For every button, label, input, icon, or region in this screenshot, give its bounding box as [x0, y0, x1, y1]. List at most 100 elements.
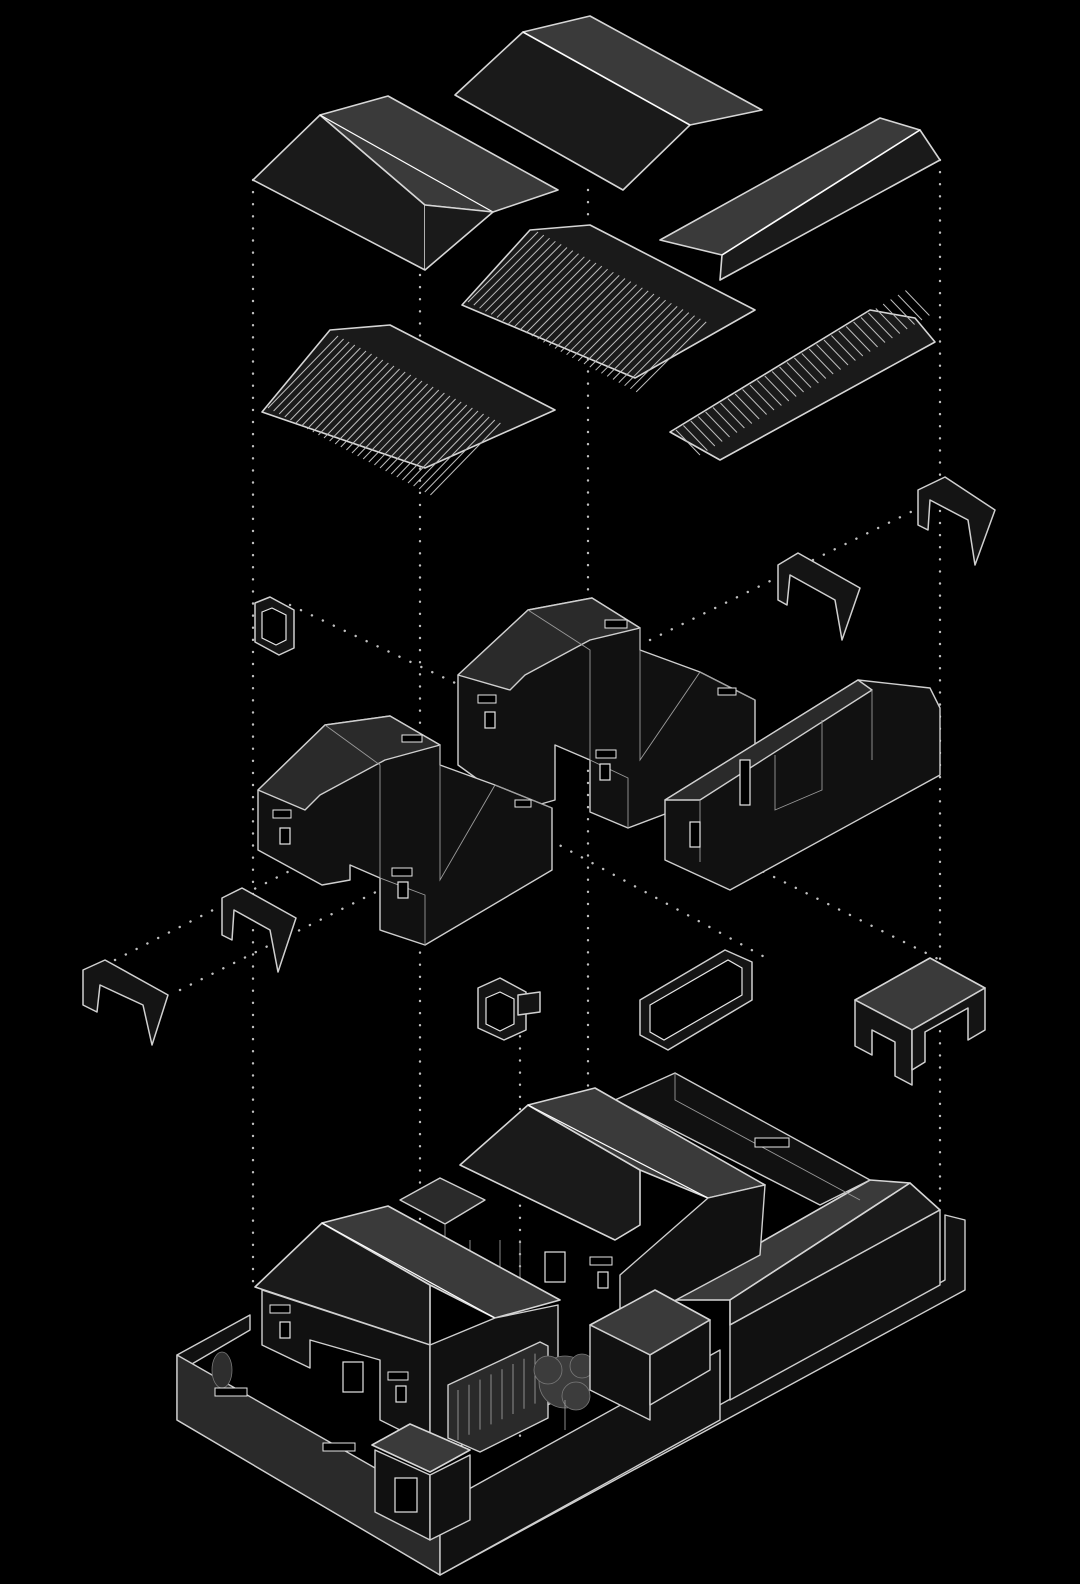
rafter-line: [402, 407, 473, 481]
rafter-line: [374, 392, 445, 466]
rafter-line: [566, 284, 637, 356]
rafter-line: [690, 420, 716, 447]
rafter-line: [267, 335, 339, 409]
rafter-line: [868, 312, 893, 339]
roof-shell-east: [659, 117, 941, 281]
rafter-line: [757, 380, 782, 406]
rafter-line: [548, 275, 620, 346]
rafter-line: [329, 368, 400, 442]
rafter-line: [334, 371, 406, 445]
rafter-line: [318, 362, 389, 436]
rafter-line: [430, 422, 501, 496]
rafter-line: [779, 366, 804, 393]
rafter-line: [290, 347, 361, 421]
rafter-line: [284, 344, 356, 418]
rafter-line: [346, 377, 417, 451]
house-west: [257, 715, 553, 946]
rafter-line: [572, 287, 643, 359]
rafter-line: [368, 389, 440, 463]
rafter-line: [323, 365, 395, 439]
rafter-line: [514, 256, 585, 328]
window: [484, 711, 496, 729]
ornament-vent: [717, 687, 737, 696]
frame-portal-left-2: [82, 959, 169, 1046]
rafter-line: [490, 244, 562, 315]
rafter-line: [816, 344, 841, 370]
rafter-line: [306, 356, 378, 430]
frame-box-small: [254, 596, 295, 656]
rafter-line: [794, 357, 819, 384]
rafter-line: [845, 326, 871, 352]
rafter-line: [502, 250, 574, 321]
rafter-line: [624, 315, 695, 387]
rafter-line: [543, 271, 614, 343]
rafter-line: [860, 317, 886, 343]
rafter-line: [749, 384, 775, 411]
ornament-vent: [604, 619, 628, 629]
rafter-line: [838, 330, 864, 357]
rafter-line: [508, 253, 579, 325]
rafter-line: [875, 308, 901, 334]
rafter-line: [273, 338, 344, 412]
rafter-line: [823, 339, 849, 366]
rafter-line: [675, 429, 701, 456]
frame-portal-ne: [917, 476, 996, 566]
rafter-line: [583, 293, 655, 365]
rafter-line: [808, 348, 834, 375]
rafter-line: [519, 259, 591, 331]
rafter-frame-east: [669, 290, 936, 461]
ornament-vent: [595, 749, 617, 759]
rafter-line: [473, 234, 545, 306]
rafter-line: [418, 416, 490, 490]
rafter-line: [697, 416, 723, 442]
frame-portal-nw: [777, 552, 861, 641]
rafter-line: [357, 383, 428, 457]
roof-shell-west: [252, 95, 559, 271]
rafter-line: [554, 278, 626, 349]
rafter-line: [496, 247, 568, 318]
frame-portal-left-1: [221, 887, 297, 973]
rafter-line: [601, 302, 672, 374]
rafter-line: [882, 303, 908, 330]
rafter-line: [312, 359, 384, 433]
rafter-line: [612, 309, 684, 380]
rafter-line: [595, 299, 666, 371]
rafter-line: [771, 371, 797, 397]
rafter-line: [537, 268, 608, 340]
window: [599, 763, 611, 781]
house-east-long: [664, 679, 941, 891]
rafter-line: [589, 296, 661, 368]
rafter-line: [831, 335, 856, 361]
rafter-line: [734, 393, 760, 420]
rafter-line: [764, 375, 790, 402]
rafter-line: [853, 321, 878, 348]
rafter-line: [683, 425, 708, 451]
rafter-line: [905, 290, 930, 316]
rock-sculpture: [211, 1351, 233, 1389]
rafter-line: [485, 240, 556, 312]
rafter-line: [362, 386, 434, 460]
rafter-line: [295, 350, 367, 424]
rafter-line: [786, 362, 812, 388]
frame-window-insert: [477, 977, 541, 1041]
rafter-line: [413, 413, 484, 487]
rafter-line: [390, 401, 462, 475]
rafter-line: [705, 411, 730, 438]
rafter-line: [890, 299, 915, 325]
rafter-line: [801, 353, 827, 379]
rafter-frame-west: [261, 324, 556, 496]
roof-shell-north: [454, 15, 763, 191]
rafter-line: [560, 281, 632, 352]
rafter-line: [379, 395, 451, 469]
rafter-line: [577, 290, 649, 362]
frame-tube: [639, 949, 753, 1051]
rafter-line: [727, 398, 753, 424]
courtyard-assembly: [176, 1072, 966, 1576]
rafter-line: [278, 341, 350, 415]
rafter-line: [630, 318, 701, 390]
ornament-vent: [477, 694, 497, 704]
rafter-line: [351, 380, 423, 454]
rafter-line: [606, 306, 678, 377]
